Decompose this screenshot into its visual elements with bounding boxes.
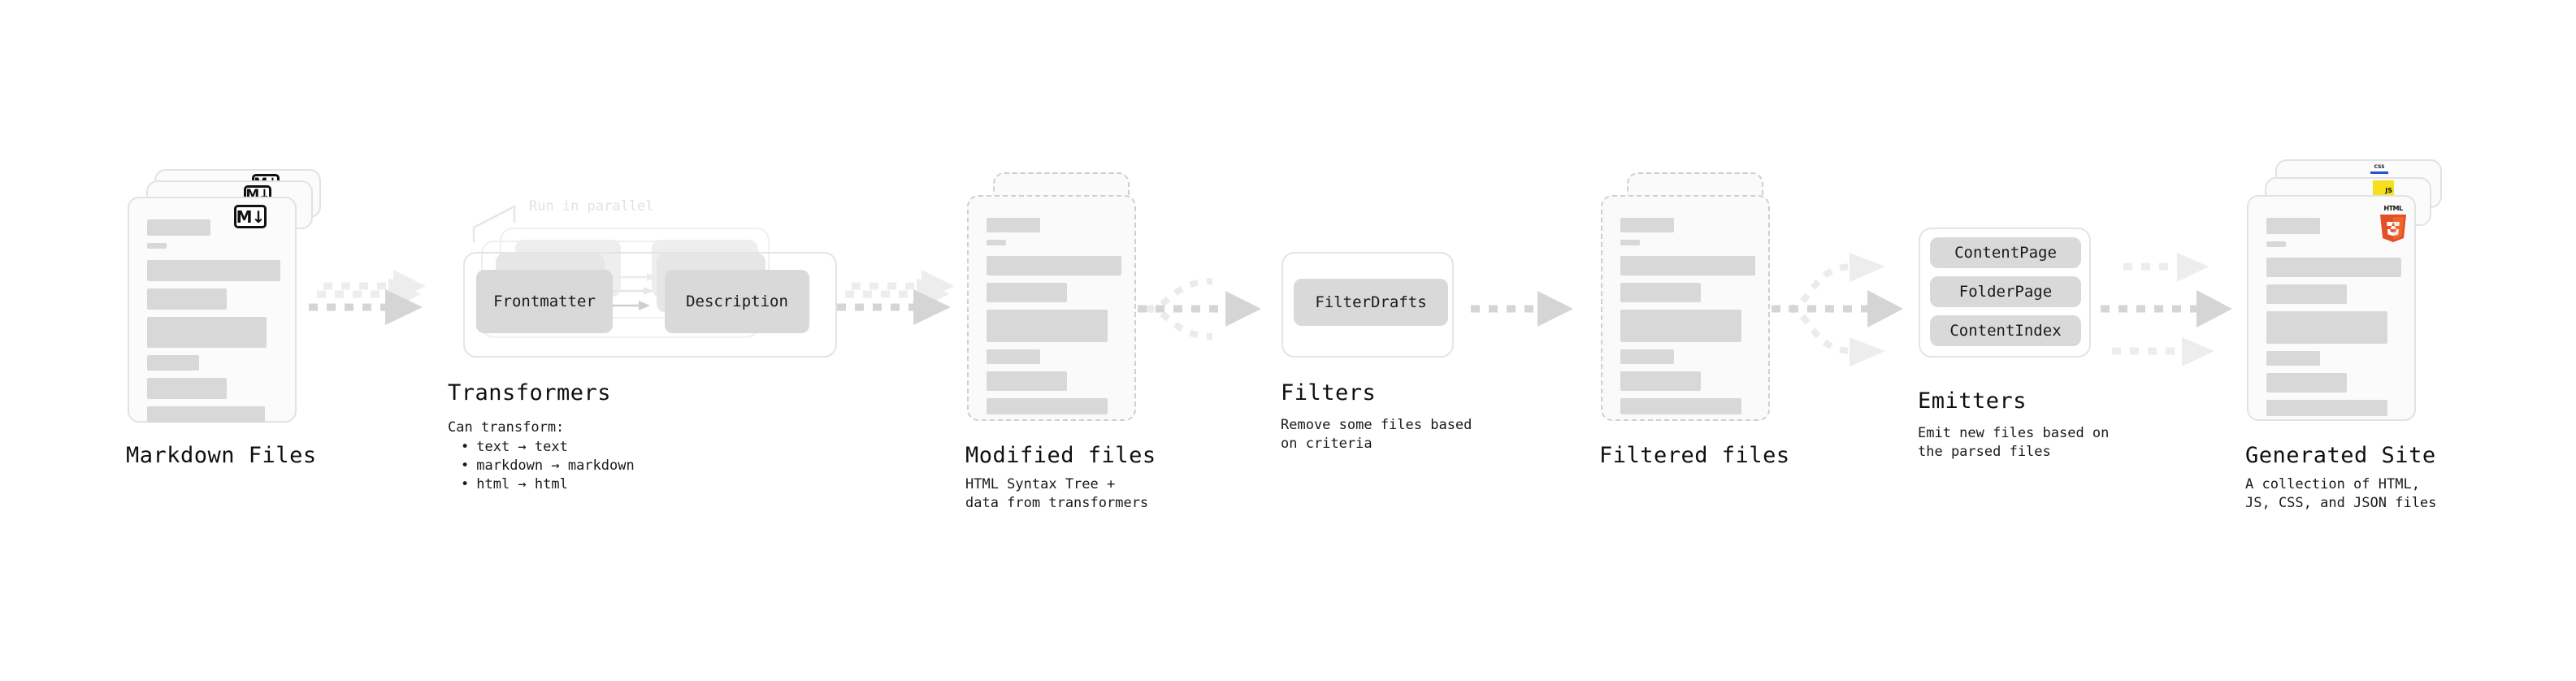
doc-bar [2266, 351, 2320, 366]
emitters-pill-contentindex[interactable]: ContentIndex [1930, 315, 2081, 346]
doc-bar [2266, 284, 2347, 304]
markdown-doc-bars [147, 219, 280, 430]
stage-generated-site: CSS JS HTML [0, 0, 2442, 511]
doc-bar [147, 406, 265, 423]
doc-bar [2266, 400, 2387, 416]
connector-md-to-transformers [309, 270, 426, 325]
connector-filters-to-filtered [1471, 291, 1573, 327]
doc-bar [2266, 373, 2347, 393]
doc-bar [987, 310, 1108, 342]
doc-bar [1620, 398, 1741, 414]
filters-group[interactable] [1281, 252, 1454, 358]
transformers-capability-list: Can transform: text → text markdown → ma… [448, 419, 635, 494]
doc-bar [1620, 218, 1674, 232]
doc-bar [1620, 256, 1755, 275]
doc-bar [2266, 241, 2286, 247]
transformer-pill-description[interactable]: Description [665, 270, 809, 333]
run-in-parallel-bracket [472, 205, 516, 242]
stage-title-filters: Filters [1281, 380, 1377, 406]
stage-subtitle-generated-site: A collection of HTML, JS, CSS, and JSON … [2245, 476, 2437, 511]
doc-bar [987, 256, 1121, 275]
stage-title-filtered-files: Filtered files [1599, 443, 1790, 468]
emitters-pill-contentpage[interactable]: ContentPage [1930, 237, 2081, 268]
doc-bar [147, 317, 267, 348]
connector-emitters-to-site [2101, 253, 2232, 367]
doc-bar [1620, 349, 1674, 364]
doc-bar [147, 243, 167, 249]
transformers-bullet-list: text → text markdown → markdown html → h… [448, 438, 635, 494]
connector-transformers-to-modified [837, 270, 954, 325]
doc-bar [147, 378, 227, 399]
transformers-bullet: html → html [461, 475, 635, 494]
doc-bar [2266, 311, 2387, 344]
transformers-capability-label: Can transform: [448, 419, 565, 436]
modified-doc-bars [987, 218, 1121, 422]
modified-doc-front [967, 195, 1136, 421]
stage-subtitle-filters: Remove some files based on criteria [1281, 417, 1472, 452]
markdown-doc-front [128, 197, 297, 423]
stage-subtitle-emitters: Emit new files based on the parsed files [1918, 425, 2110, 460]
filtered-doc-bars [1620, 218, 1755, 422]
doc-bar [147, 355, 199, 371]
markdown-icon: M↓ [234, 205, 267, 228]
doc-bar [1620, 283, 1701, 302]
site-doc-front [2247, 195, 2416, 421]
emitters-group[interactable] [1919, 228, 2091, 358]
stage-subtitle-modified-files: HTML Syntax Tree + data from transformer… [965, 476, 1149, 511]
connector-filtered-to-emitters [1772, 253, 1903, 367]
emitters-pill-folderpage[interactable]: FolderPage [1930, 276, 2081, 307]
doc-bar [987, 398, 1108, 414]
stage-title-generated-site: Generated Site [2245, 443, 2436, 468]
transformer-internal-arrows [601, 273, 657, 310]
stage-title-modified-files: Modified files [965, 443, 1156, 468]
doc-bar [147, 260, 280, 281]
doc-bar [1620, 310, 1741, 342]
doc-bar [1620, 371, 1701, 391]
html5-icon-label: HTML [2383, 205, 2403, 212]
run-in-parallel-label: Run in parallel [529, 198, 654, 215]
transformer-group-front[interactable] [463, 252, 837, 358]
transformers-bullet: text → text [461, 438, 635, 457]
site-doc-bars [2266, 218, 2401, 423]
doc-bar [2266, 258, 2401, 277]
css-icon: CSS [2370, 164, 2388, 174]
doc-bar [987, 371, 1067, 391]
doc-bar [147, 288, 227, 310]
doc-bar [987, 349, 1040, 364]
doc-bar [987, 283, 1067, 302]
connector-modified-to-filters [1138, 278, 1261, 340]
stage-title-markdown-files: Markdown Files [126, 443, 317, 468]
filtered-doc-front [1601, 195, 1770, 421]
html5-icon: HTML [2379, 205, 2408, 242]
transformer-pill-frontmatter[interactable]: Frontmatter [476, 270, 613, 333]
doc-bar [987, 240, 1006, 245]
transformers-bullet: markdown → markdown [461, 457, 634, 475]
stage-title-emitters: Emitters [1918, 388, 2027, 414]
doc-bar [1620, 240, 1640, 245]
doc-bar [987, 218, 1040, 232]
js-icon: JS [2373, 180, 2394, 195]
doc-bar [2266, 218, 2320, 234]
stage-title-transformers: Transformers [448, 380, 612, 406]
doc-bar [147, 219, 210, 236]
filters-pill-filterdrafts[interactable]: FilterDrafts [1294, 279, 1448, 326]
